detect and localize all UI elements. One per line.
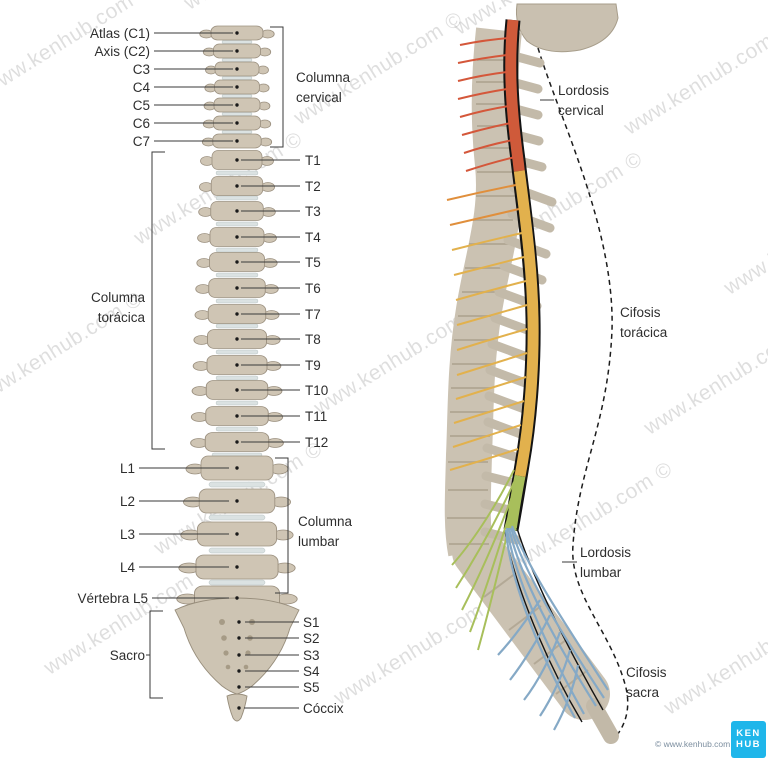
sacral-foramina [219, 619, 255, 670]
label-t2: T2 [305, 179, 321, 194]
lateral-column-shape [444, 27, 522, 557]
skull-base-shape [516, 3, 619, 53]
label-sacro: Sacro [109, 648, 145, 663]
curvature-label-line: torácica [620, 325, 668, 341]
label-lordosis-lumbar: Lordosis lumbar [580, 543, 631, 584]
label-cifosis-sacra: Cifosis sacra [626, 663, 667, 704]
bracket-cervical [270, 26, 284, 148]
label-l3: L3 [119, 527, 135, 542]
sacrum-shape [174, 597, 300, 695]
bracket-lumbar [275, 457, 289, 594]
label-t3: T3 [305, 204, 321, 219]
leader-lines [139, 32, 577, 709]
bracket-label-line: Columna [90, 290, 145, 305]
label-t11: T11 [305, 409, 328, 424]
bracket-label-line: cervical [296, 90, 342, 106]
label-s2: S2 [303, 631, 320, 646]
curvature-dashed-line [537, 47, 629, 743]
label-l1: L1 [119, 461, 135, 476]
bracket-sacrum [149, 610, 163, 699]
label-l4: L4 [119, 560, 135, 575]
spinal-cord-thoracic [513, 170, 539, 477]
spinal-cord-cervical [505, 19, 525, 172]
label-t12: T12 [305, 435, 329, 450]
anterior-spine-illustration [174, 25, 300, 722]
label-t6: T6 [305, 281, 321, 296]
label-coccix: Cóccix [303, 701, 344, 716]
label-c4: C4 [132, 80, 150, 95]
label-c3: C3 [132, 62, 150, 77]
curvature-label-line: Lordosis [558, 83, 610, 98]
bracket-label-line: Columna [298, 514, 353, 529]
coccyx-shape [226, 693, 248, 722]
discs [208, 40, 266, 586]
label-c5: C5 [132, 98, 150, 113]
label-t1: T1 [305, 153, 321, 168]
label-t5: T5 [305, 255, 321, 270]
label-lordosis-cervical: Lordosis cervical [558, 81, 609, 122]
label-s5: S5 [303, 680, 320, 695]
label-cifosis-toracica: Cifosis torácica [620, 303, 667, 344]
label-c7: C7 [132, 134, 150, 149]
bracket-label-columna-cervical: Columna cervical [296, 68, 350, 109]
bracket-label-line: Columna [296, 70, 351, 85]
kenhub-logo: KEN HUB [731, 721, 766, 758]
kenhub-logo-line: KEN [736, 727, 761, 739]
bracket-label-columna-lumbar: Columna lumbar [298, 512, 352, 553]
brackets [149, 26, 289, 699]
bracket-label-columna-toracica: Columna torácica [91, 288, 145, 329]
label-s1: S1 [303, 615, 320, 630]
label-c6: C6 [132, 116, 150, 131]
sacral-nerve-fibers [497, 525, 609, 731]
curvature-label-line: Lordosis [580, 545, 632, 560]
spinal-cord-lumbar [505, 474, 526, 531]
cervical-nerve-roots [457, 37, 516, 172]
label-s3: S3 [303, 648, 320, 663]
bracket-thoracic [151, 151, 165, 450]
label-s4: S4 [303, 664, 320, 679]
label-t4: T4 [305, 230, 321, 245]
curvature-label-line: lumbar [580, 565, 622, 581]
lateral-spine-illustration [444, 3, 629, 744]
label-l2: L2 [119, 494, 135, 509]
label-axis-c2: Axis (C2) [94, 44, 150, 59]
label-atlas-c1: Atlas (C1) [89, 26, 150, 41]
bracket-label-line: lumbar [298, 534, 340, 550]
lateral-coccyx-shape [586, 698, 619, 744]
label-t8: T8 [305, 332, 321, 347]
curvature-label-line: Cifosis [626, 665, 667, 680]
curvature-label-line: cervical [558, 103, 604, 119]
label-t10: T10 [305, 383, 329, 398]
marker-dots [235, 31, 241, 710]
thoracic-nerve-roots [446, 184, 528, 471]
curvature-label-line: Cifosis [620, 305, 661, 320]
copyright-text: © www.kenhub.com [655, 739, 731, 749]
kenhub-logo-line: HUB [735, 738, 762, 750]
bracket-label-line: torácica [97, 310, 145, 326]
label-t9: T9 [305, 358, 321, 373]
curvature-label-line: sacra [626, 685, 660, 701]
label-vertebra-l5: Vértebra L5 [77, 591, 148, 606]
label-t7: T7 [305, 307, 321, 322]
